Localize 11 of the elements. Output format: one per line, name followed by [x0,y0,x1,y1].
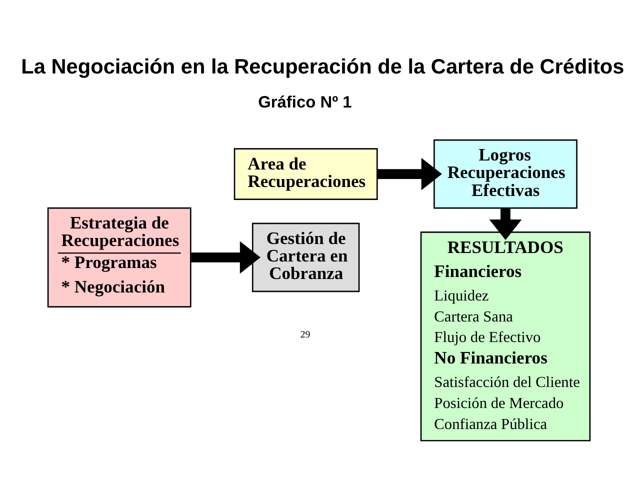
arrow [377,157,442,190]
node-box: Gestión de Cartera en Cobranza [252,222,360,292]
node-box: Logros Recuperaciones Efectivas [434,138,578,208]
diagram-title: La Negociación en la Recuperación de la Cartera de Créditos [21,54,624,78]
node-box: Area de Recuperaciones [234,148,378,200]
label: 29 [300,329,310,340]
arrow [489,208,522,240]
node-box: RESULTADOS Financieros Liquidez Cartera Sana Flujo de Efectivo No Financieros Satisfacción del Cliente Posición de Mercado Confianza Pública [420,231,591,441]
node-box: Estrategia de Recuperaciones * Programas * Negociación [47,206,192,307]
arrow [191,240,260,274]
label: Gráfico Nº 1 [258,93,352,112]
